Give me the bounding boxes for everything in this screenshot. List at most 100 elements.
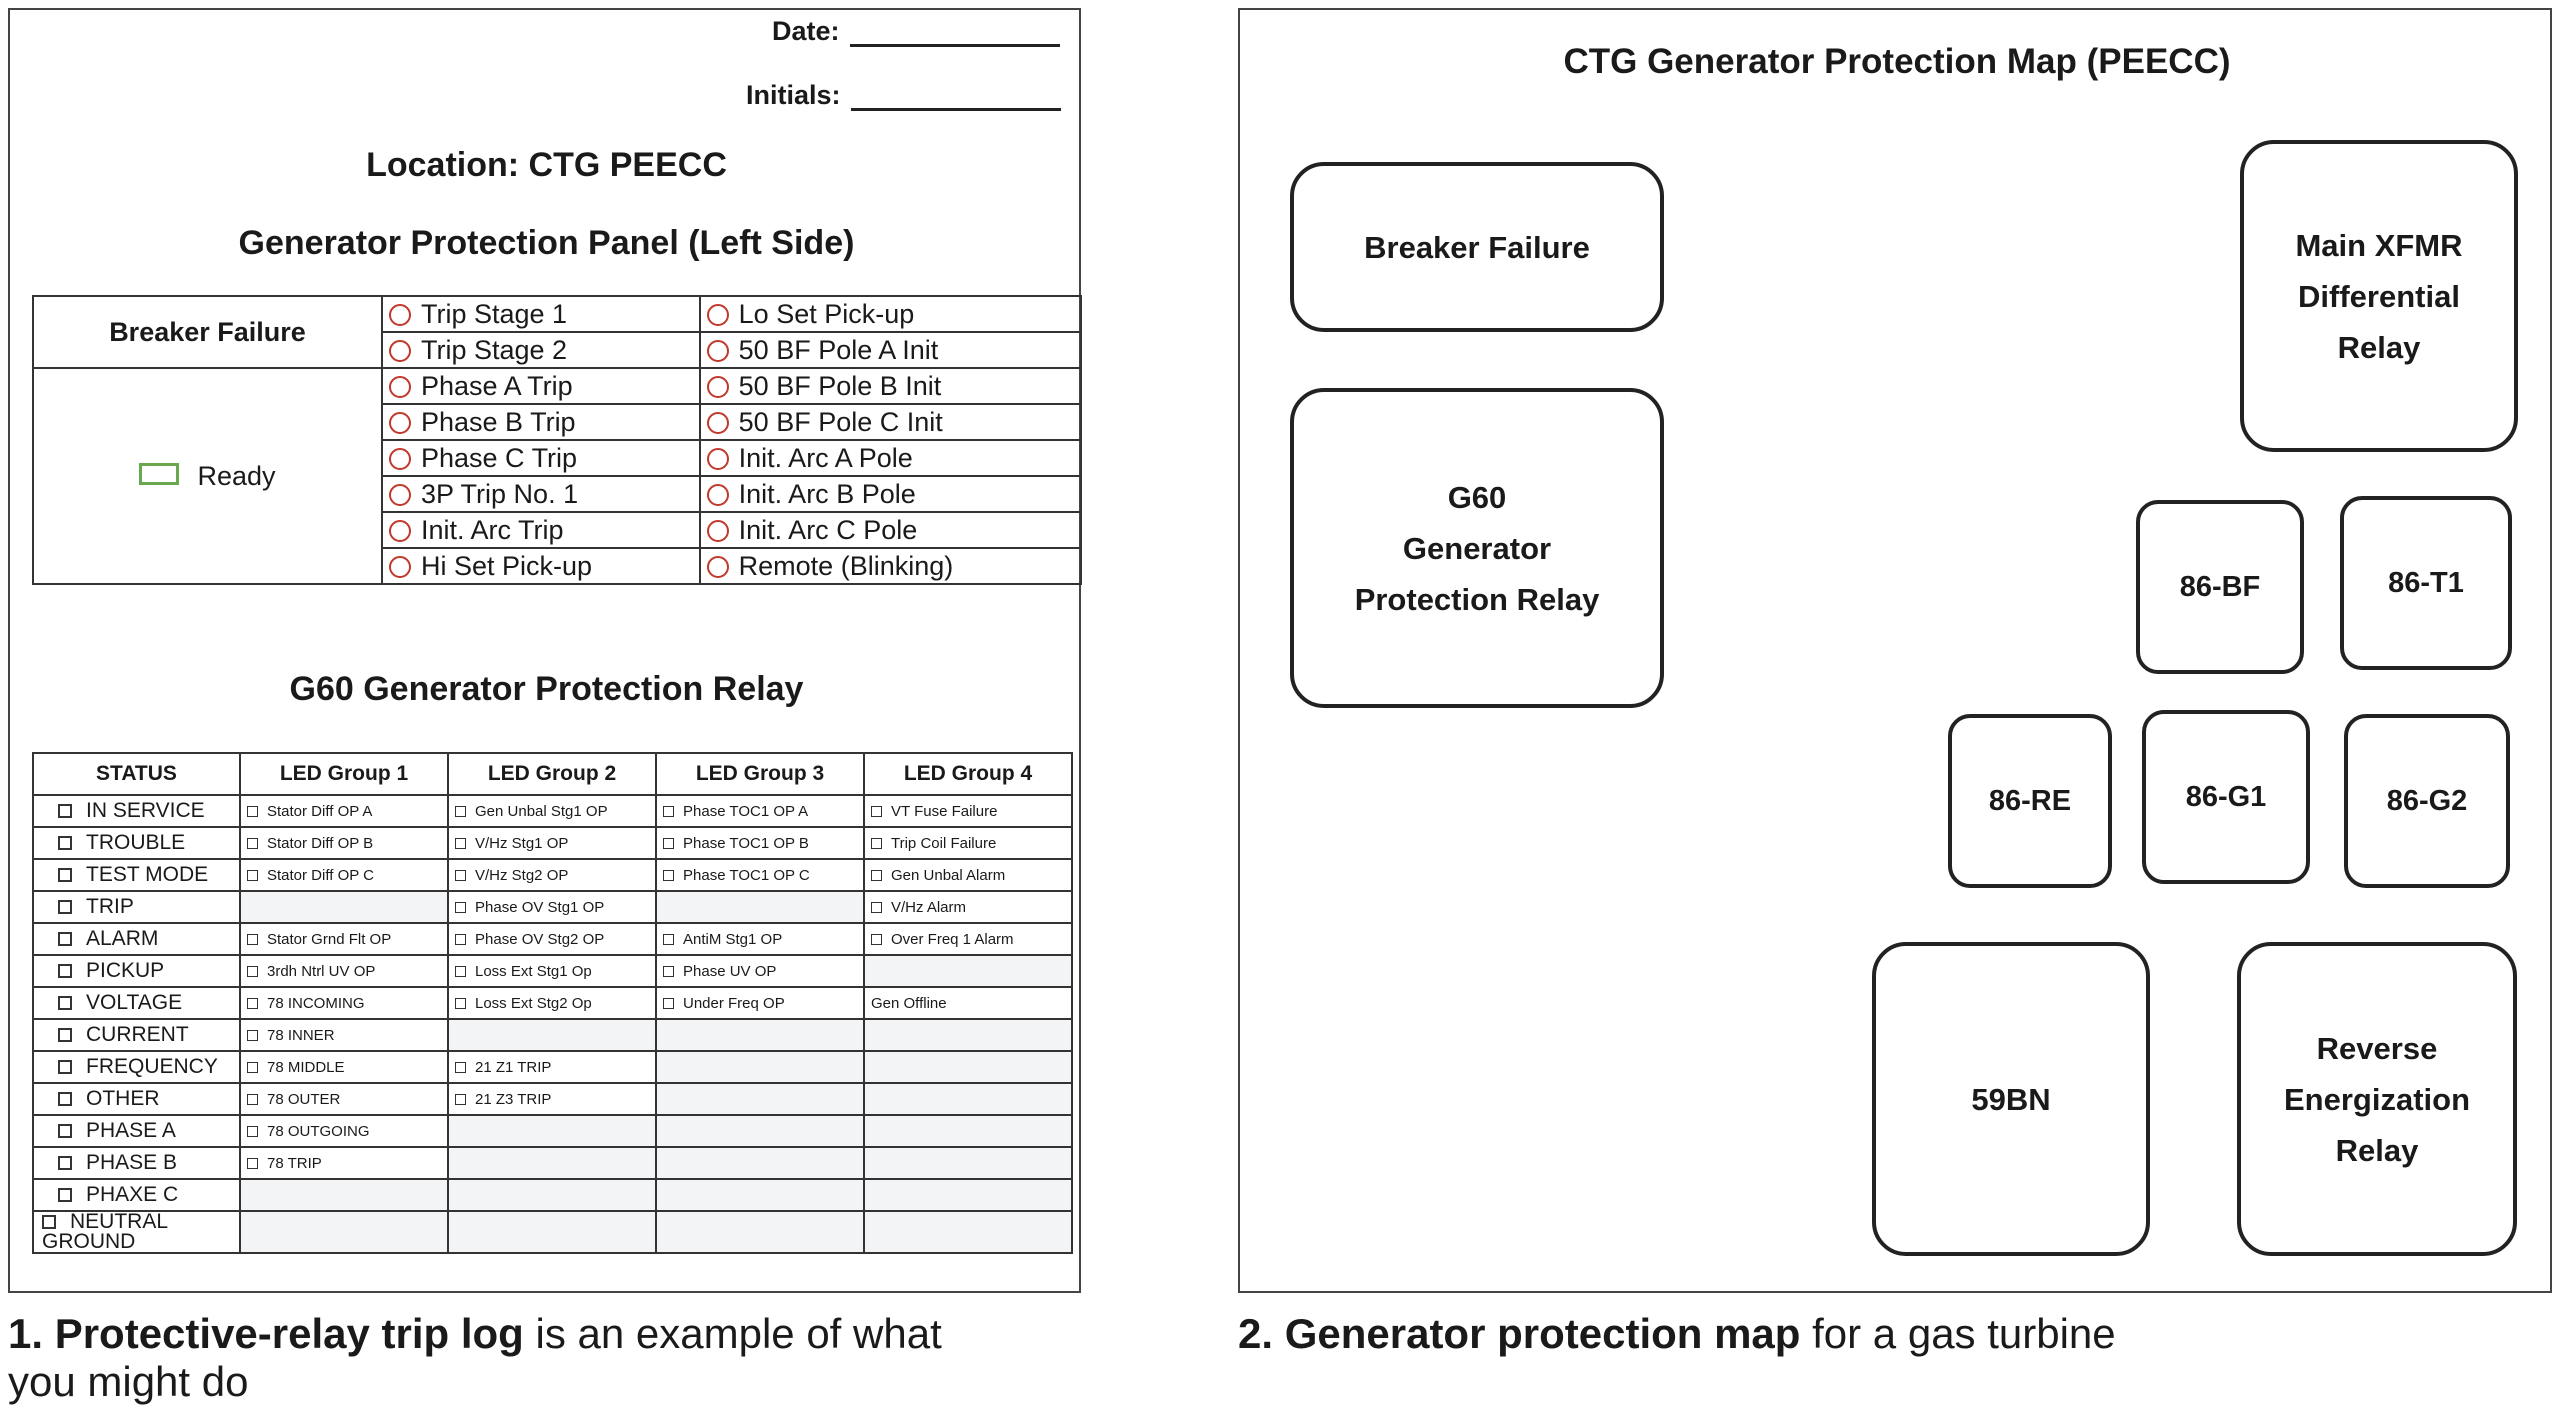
g60-item-label: Stator Diff OP A bbox=[267, 802, 373, 820]
g60-item-label: TROUBLE bbox=[86, 831, 186, 854]
g60-item-label: FREQUENCY bbox=[86, 1055, 218, 1078]
86-re-box: 86-RE bbox=[1948, 714, 2112, 888]
checkbox-icon[interactable] bbox=[871, 901, 882, 913]
checkbox-icon[interactable] bbox=[58, 1124, 72, 1138]
bf-indicator: Init. Arc C Pole bbox=[698, 511, 1083, 549]
g60-box-line-1: G60 bbox=[1447, 479, 1507, 515]
checkbox-icon[interactable] bbox=[58, 868, 72, 882]
checkbox-icon[interactable] bbox=[58, 964, 72, 978]
g60-empty-cell bbox=[655, 1210, 865, 1254]
checkbox-icon[interactable] bbox=[247, 1125, 258, 1137]
checkbox-icon[interactable] bbox=[58, 1188, 72, 1202]
checkbox-icon[interactable] bbox=[58, 836, 72, 850]
ready-indicator: Ready bbox=[32, 367, 383, 585]
g60-status-item: VOLTAGE bbox=[32, 986, 241, 1020]
checkbox-icon[interactable] bbox=[247, 1029, 258, 1041]
checkbox-icon[interactable] bbox=[247, 1061, 258, 1073]
g60-status-item: NEUTRAL GROUND bbox=[32, 1210, 241, 1254]
checkbox-icon[interactable] bbox=[58, 804, 72, 818]
bf-indicator: Phase B Trip bbox=[381, 403, 701, 441]
checkbox-icon[interactable] bbox=[58, 1060, 72, 1074]
86-re-label: 86-RE bbox=[1988, 784, 2072, 817]
checkbox-icon[interactable] bbox=[455, 933, 466, 945]
checkbox-icon[interactable] bbox=[247, 869, 258, 881]
checkbox-icon[interactable] bbox=[455, 965, 466, 977]
checkbox-icon[interactable] bbox=[455, 997, 466, 1009]
86-t1-box: 86-T1 bbox=[2340, 496, 2512, 670]
g60-item-label: Loss Ext Stg2 Op bbox=[475, 994, 592, 1012]
checkbox-icon[interactable] bbox=[247, 837, 258, 849]
reverse-energization-box: Reverse Energization Relay bbox=[2237, 942, 2517, 1256]
checkbox-icon[interactable] bbox=[663, 965, 674, 977]
checkbox-icon[interactable] bbox=[58, 1028, 72, 1042]
bf-indicator-label: Trip Stage 2 bbox=[421, 334, 568, 365]
g60-box: G60 Generator Protection Relay bbox=[1290, 388, 1664, 708]
bf-indicator: 50 BF Pole A Init bbox=[698, 331, 1083, 369]
caption-1-line-2: you might do bbox=[8, 1358, 249, 1405]
59bn-box: 59BN bbox=[1872, 942, 2150, 1256]
bf-indicator-label: 50 BF Pole B Init bbox=[738, 370, 942, 401]
date-blank[interactable] bbox=[849, 16, 1060, 47]
bf-indicator: Trip Stage 2 bbox=[381, 331, 701, 369]
86-g1-label: 86-G1 bbox=[2185, 780, 2267, 813]
g60-title: G60 Generator Protection Relay bbox=[289, 670, 804, 708]
g60-item-label: 78 TRIP bbox=[267, 1154, 322, 1172]
checkbox-icon[interactable] bbox=[455, 869, 466, 881]
g60-column-header: LED Group 4 bbox=[863, 752, 1073, 796]
checkbox-icon[interactable] bbox=[663, 837, 674, 849]
g60-item-label: Phase OV Stg2 OP bbox=[475, 930, 605, 948]
checkbox-icon[interactable] bbox=[663, 805, 674, 817]
reverse-line-2: Energization bbox=[2283, 1081, 2470, 1117]
g60-item-label: AntiM Stg1 OP bbox=[683, 930, 783, 948]
g60-led-item: Trip Coil Failure bbox=[863, 826, 1073, 860]
checkbox-icon[interactable] bbox=[871, 837, 882, 849]
g60-column-header: STATUS bbox=[32, 752, 241, 796]
checkbox-icon[interactable] bbox=[247, 805, 258, 817]
checkbox-icon[interactable] bbox=[455, 1061, 466, 1073]
checkbox-icon[interactable] bbox=[871, 933, 882, 945]
initials-blank[interactable] bbox=[850, 80, 1061, 111]
checkbox-icon[interactable] bbox=[455, 837, 466, 849]
checkbox-icon[interactable] bbox=[871, 805, 882, 817]
g60-item-label: Gen Unbal Alarm bbox=[891, 866, 1006, 884]
checkbox-icon[interactable] bbox=[455, 805, 466, 817]
checkbox-icon[interactable] bbox=[58, 1092, 72, 1106]
g60-led-item: Stator Diff OP C bbox=[239, 858, 449, 892]
bf-indicator-label: Init. Arc B Pole bbox=[738, 478, 916, 509]
checkbox-icon[interactable] bbox=[247, 1157, 258, 1169]
g60-empty-cell bbox=[863, 1050, 1073, 1084]
checkbox-icon[interactable] bbox=[42, 1215, 56, 1229]
checkbox-icon[interactable] bbox=[663, 933, 674, 945]
g60-led-item: Phase OV Stg1 OP bbox=[447, 890, 657, 924]
checkbox-icon[interactable] bbox=[58, 996, 72, 1010]
checkbox-icon[interactable] bbox=[58, 900, 72, 914]
bf-indicator: Trip Stage 1 bbox=[381, 295, 701, 333]
checkbox-icon[interactable] bbox=[663, 869, 674, 881]
bf-row: 3P Trip No. 1 Init. Arc B Pole bbox=[33, 475, 1083, 513]
bf-indicator-label: Phase C Trip bbox=[421, 442, 578, 473]
checkbox-icon[interactable] bbox=[663, 997, 674, 1009]
checkbox-icon[interactable] bbox=[871, 869, 882, 881]
g60-status-item: OTHER bbox=[32, 1082, 241, 1116]
checkbox-icon[interactable] bbox=[247, 933, 258, 945]
checkbox-icon[interactable] bbox=[247, 965, 258, 977]
led-circle-icon bbox=[389, 555, 411, 578]
checkbox-icon[interactable] bbox=[58, 1156, 72, 1170]
checkbox-icon[interactable] bbox=[247, 1093, 258, 1105]
bf-indicator-label: Trip Stage 1 bbox=[421, 298, 568, 329]
checkbox-icon[interactable] bbox=[455, 901, 466, 913]
g60-item-label: V/Hz Alarm bbox=[891, 898, 967, 916]
g60-empty-cell bbox=[239, 1178, 449, 1212]
checkbox-icon[interactable] bbox=[58, 932, 72, 946]
caption-2: 2. Generator protection map for a gas tu… bbox=[1238, 1310, 2538, 1358]
bf-indicator: 50 BF Pole B Init bbox=[698, 367, 1083, 405]
g60-item-label: PHASE A bbox=[86, 1119, 176, 1142]
g60-item-label: V/Hz Stg2 OP bbox=[475, 866, 569, 884]
bf-indicator: 3P Trip No. 1 bbox=[381, 475, 701, 513]
checkbox-icon[interactable] bbox=[455, 1093, 466, 1105]
checkbox-icon[interactable] bbox=[247, 997, 258, 1009]
86-g1-box: 86-G1 bbox=[2142, 710, 2310, 884]
caption-2-rest: for a gas turbine bbox=[1800, 1310, 2116, 1357]
g60-item-label: Stator Grnd Flt OP bbox=[267, 930, 392, 948]
breaker-failure-box-label: Breaker Failure bbox=[1364, 229, 1590, 265]
